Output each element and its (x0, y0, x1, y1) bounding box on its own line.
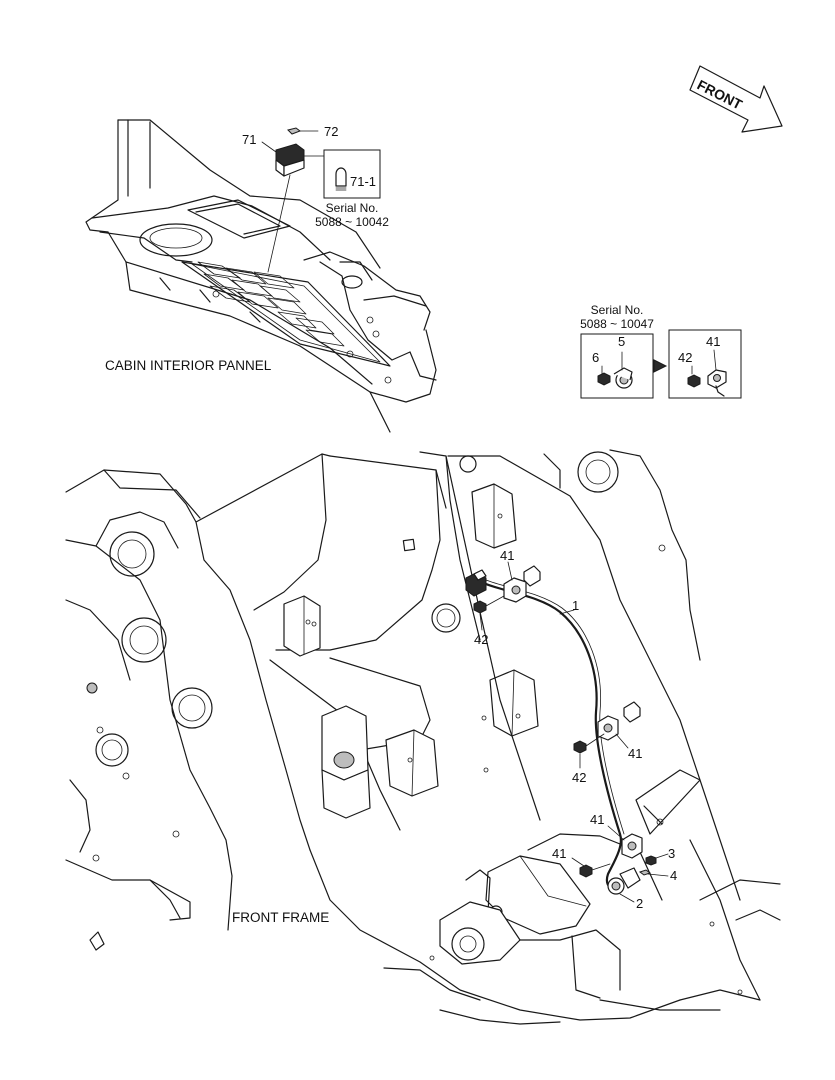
callout-71: 71 (242, 132, 256, 147)
inset-serial-range: 5088 ~ 10047 (580, 317, 654, 331)
inset-serial-label: Serial No. (591, 303, 644, 317)
callout-41-top: 41 (500, 548, 514, 563)
serial-change-inset: Serial No. 5088 ~ 10047 6 5 42 41 (580, 303, 742, 399)
bolt-icon (473, 600, 487, 614)
new-parts-box (668, 329, 742, 399)
old-parts-box (580, 333, 654, 399)
front-arrow: FRONT (689, 65, 783, 133)
callout-42-mid: 42 (572, 770, 586, 785)
callout-2: 2 (636, 896, 643, 911)
inset-callout-6: 6 (592, 350, 599, 365)
callout-1: 1 (572, 598, 579, 613)
cabin-serial-range: 5088 ~ 10042 (315, 215, 389, 229)
callout-41-low: 41 (590, 812, 604, 827)
callout-42-top: 42 (474, 632, 488, 647)
callout-72: 72 (324, 124, 338, 139)
change-arrow-icon (653, 359, 668, 373)
callout-3: 3 (668, 846, 675, 861)
inset-callout-5: 5 (618, 334, 625, 349)
cabin-interior-panel: 71 72 71-1 Serial No. 5088 ~ 10042 CABIN… (85, 119, 437, 433)
bulb-serial-box (323, 149, 381, 199)
callout-4: 4 (670, 868, 677, 883)
callout-71-1: 71-1 (350, 174, 376, 189)
inset-callout-41: 41 (706, 334, 720, 349)
callout-41-mid: 41 (628, 746, 642, 761)
callout-41-left: 41 (552, 846, 566, 861)
wire-harness-1 (465, 561, 669, 903)
inset-callout-42: 42 (678, 350, 692, 365)
bulb-icon (335, 167, 347, 187)
front-frame-caption: FRONT FRAME (232, 910, 329, 925)
cabin-serial-label: Serial No. (326, 201, 379, 215)
cabin-caption: CABIN INTERIOR PANNEL (105, 358, 272, 373)
front-frame: 41 42 1 41 42 41 41 3 4 2 FRONT FRAME (65, 449, 781, 1025)
